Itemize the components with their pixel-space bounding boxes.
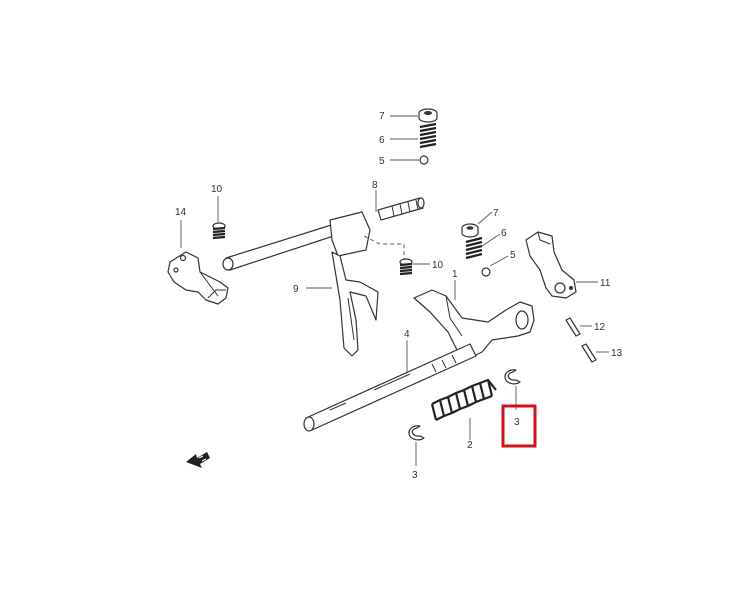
part-3-clip-right xyxy=(504,369,521,385)
callout-3-left: 3 xyxy=(412,470,418,481)
highlight-box-part-3 xyxy=(501,404,537,448)
part-9-fork-shaft-upper xyxy=(222,197,425,357)
part-14-bracket xyxy=(167,251,229,305)
part-12-pin xyxy=(565,317,581,337)
part-4-shift-shaft xyxy=(303,343,477,432)
callout-5-top: 5 xyxy=(379,156,385,167)
callout-13: 13 xyxy=(611,348,623,359)
callout-8: 8 xyxy=(372,180,378,191)
callout-14: 14 xyxy=(175,207,187,218)
part-3-clip-left xyxy=(408,425,425,441)
callout-6-right: 6 xyxy=(501,228,507,239)
part-11-lever xyxy=(525,231,577,299)
callout-12: 12 xyxy=(594,322,606,333)
part-6-spring-right xyxy=(465,236,483,260)
part-5-ball-top xyxy=(419,155,429,165)
part-7-cap-top xyxy=(418,108,438,123)
callout-10-left: 10 xyxy=(211,184,223,195)
callout-11: 11 xyxy=(600,278,611,289)
part-10-plug-left xyxy=(212,222,226,240)
callout-7-top: 7 xyxy=(379,111,385,122)
callout-3-right: 3 xyxy=(514,417,520,428)
callout-7-right: 7 xyxy=(493,208,499,219)
callout-5-right: 5 xyxy=(510,250,516,261)
callout-2: 2 xyxy=(467,440,473,451)
callout-4: 4 xyxy=(404,329,410,340)
part-5-ball-right xyxy=(481,267,491,277)
callout-10-middle: 10 xyxy=(432,260,444,271)
part-7-cap-right xyxy=(461,223,479,238)
part-1-shift-arm xyxy=(413,289,535,359)
callout-1: 1 xyxy=(452,269,458,280)
part-6-spring-top xyxy=(419,122,437,149)
callout-6-top: 6 xyxy=(379,135,385,146)
callout-9: 9 xyxy=(293,284,299,295)
part-2-spring xyxy=(430,378,497,421)
part-13-pin xyxy=(581,343,597,363)
part-10-plug-middle xyxy=(399,258,413,276)
forward-arrow-icon xyxy=(186,452,210,468)
